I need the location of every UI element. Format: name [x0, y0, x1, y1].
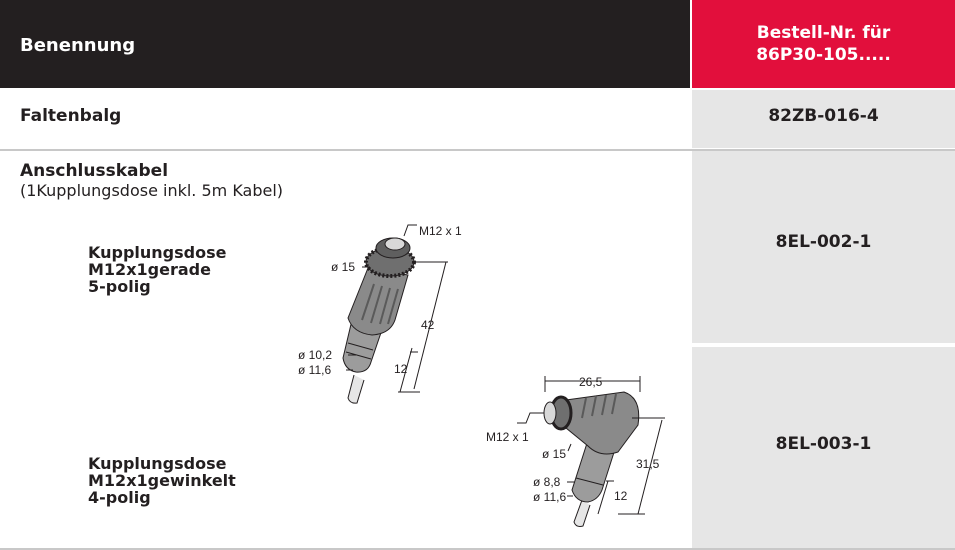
- header-order-label: Bestell-Nr. für 86P30-105.....: [756, 23, 891, 65]
- straight-code: 8EL-002-1: [775, 232, 872, 252]
- angled-body1-dim: ø 8,8: [533, 475, 561, 489]
- angled-body2-dim: ø 11,6: [533, 490, 566, 504]
- straight-label-line3: 5-polig: [88, 277, 151, 296]
- cable-subtitle: (1Kupplungsdose inkl. 5m Kabel): [20, 181, 284, 200]
- code-cell-bellows: [692, 90, 955, 148]
- angled-tail-dim: 12: [614, 489, 628, 503]
- straight-body2-dim: ø 11,6: [298, 363, 331, 377]
- straight-body1-dim: ø 10,2: [298, 348, 332, 362]
- cable-title: Anschlusskabel: [20, 161, 169, 181]
- bellows-name: Faltenbalg: [20, 106, 122, 126]
- header-designation: Benennung: [0, 0, 690, 88]
- bellows-code: 82ZB-016-4: [768, 106, 879, 126]
- angled-nut-dim: ø 15: [542, 447, 566, 461]
- angled-label-line3: 4-polig: [88, 488, 151, 507]
- angled-code: 8EL-003-1: [775, 434, 872, 454]
- header-order-number: Bestell-Nr. für 86P30-105.....: [692, 0, 955, 88]
- straight-tail-dim: 12: [394, 362, 408, 376]
- row-divider: [0, 149, 955, 151]
- straight-length-dim: 42: [421, 318, 435, 332]
- angled-label-line2: M12x1gewinkelt: [88, 471, 236, 490]
- straight-label-line1: Kupplungsdose: [88, 243, 227, 262]
- straight-nut-dim: ø 15: [331, 260, 355, 274]
- straight-thread-dim: M12 x 1: [419, 224, 462, 238]
- angled-label-line1: Kupplungsdose: [88, 454, 227, 473]
- straight-label-line2: M12x1gerade: [88, 260, 211, 279]
- angled-thread-dim: M12 x 1: [486, 430, 529, 444]
- angled-width-dim: 26,5: [579, 375, 603, 389]
- code-cell-straight: [692, 151, 955, 343]
- code-cell-angled: [692, 347, 955, 548]
- table-bottom-rule: [0, 548, 955, 550]
- header-designation-label: Benennung: [20, 34, 136, 56]
- angled-height-dim: 31,5: [636, 457, 660, 471]
